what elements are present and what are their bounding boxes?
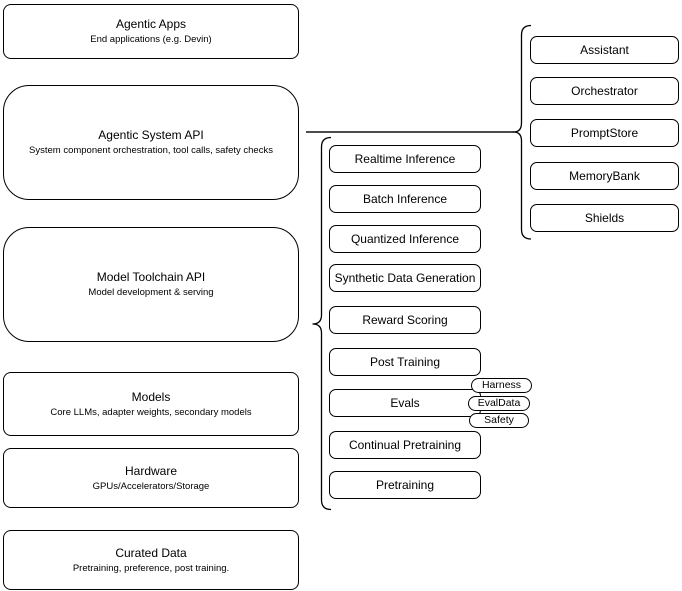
node-title: Model Toolchain API <box>96 270 206 284</box>
node-continual-pretraining[interactable]: Continual Pretraining <box>329 431 481 459</box>
node-label: Synthetic Data Generation <box>334 271 476 285</box>
node-label: MemoryBank <box>569 169 640 183</box>
node-pretraining[interactable]: Pretraining <box>329 471 481 499</box>
node-label: Pretraining <box>375 478 435 492</box>
node-subtitle: Model development & serving <box>88 287 214 298</box>
node-label: Assistant <box>580 43 629 57</box>
node-label: Reward Scoring <box>362 313 448 327</box>
tag-label: Safety <box>484 414 514 426</box>
node-subtitle: System component orchestration, tool cal… <box>29 145 273 156</box>
node-agentic-apps[interactable]: Agentic Apps End applications (e.g. Devi… <box>3 4 299 59</box>
node-promptstore[interactable]: PromptStore <box>530 119 679 147</box>
node-title: Hardware <box>124 463 178 478</box>
node-realtime-inference[interactable]: Realtime Inference <box>329 145 481 173</box>
node-label: Orchestrator <box>571 84 638 98</box>
tag-label: EvalData <box>477 397 521 409</box>
node-label: Batch Inference <box>362 192 448 206</box>
node-label: Continual Pretraining <box>348 438 462 452</box>
node-evals-harness-tag[interactable]: Harness <box>471 378 532 393</box>
node-shields[interactable]: Shields <box>530 204 679 232</box>
node-subtitle: GPUs/Accelerators/Storage <box>92 480 210 492</box>
node-reward-scoring[interactable]: Reward Scoring <box>329 306 481 334</box>
node-model-toolchain-api[interactable]: Model Toolchain API Model development & … <box>3 227 299 342</box>
node-evals-evaldata-tag[interactable]: EvalData <box>468 396 530 411</box>
node-evals[interactable]: Evals <box>329 389 481 417</box>
node-label: Evals <box>390 396 420 410</box>
node-curated-data[interactable]: Curated Data Pretraining, preference, po… <box>3 530 299 590</box>
node-label: Shields <box>584 211 625 225</box>
node-title: Models <box>131 389 171 404</box>
node-batch-inference[interactable]: Batch Inference <box>329 185 481 213</box>
node-hardware[interactable]: Hardware GPUs/Accelerators/Storage <box>3 448 299 508</box>
node-orchestrator[interactable]: Orchestrator <box>530 77 679 105</box>
node-synthetic-data-generation[interactable]: Synthetic Data Generation <box>329 264 481 292</box>
node-subtitle: End applications (e.g. Devin) <box>90 34 212 45</box>
node-assistant[interactable]: Assistant <box>530 36 679 64</box>
node-subtitle: Core LLMs, adapter weights, secondary mo… <box>50 406 252 418</box>
node-label: Quantized Inference <box>350 232 460 246</box>
node-memorybank[interactable]: MemoryBank <box>530 162 679 190</box>
node-label: PromptStore <box>570 126 639 140</box>
node-label: Realtime Inference <box>354 152 456 166</box>
node-title: Agentic System API <box>98 128 204 142</box>
node-subtitle: Pretraining, preference, post training. <box>72 562 230 574</box>
node-title: Curated Data <box>115 545 187 560</box>
node-models[interactable]: Models Core LLMs, adapter weights, secon… <box>3 372 299 436</box>
node-evals-safety-tag[interactable]: Safety <box>469 413 529 428</box>
node-post-training[interactable]: Post Training <box>329 348 481 376</box>
node-quantized-inference[interactable]: Quantized Inference <box>329 225 481 253</box>
tag-label: Harness <box>481 379 522 391</box>
node-label: Post Training <box>369 355 441 369</box>
node-agentic-system-api[interactable]: Agentic System API System component orch… <box>3 85 299 200</box>
node-title: Agentic Apps <box>115 17 187 31</box>
system-components-bracket <box>513 24 532 240</box>
